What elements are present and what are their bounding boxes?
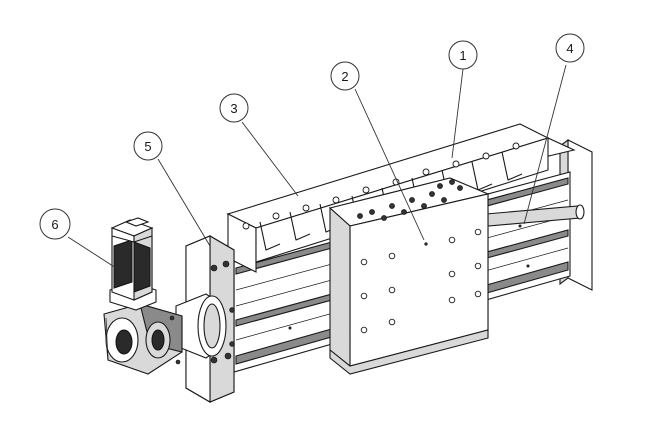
servo-motor (109, 217, 157, 311)
callout-2-label: 2 (341, 69, 348, 84)
callout-2: 2 (330, 61, 360, 91)
worm-gearbox (103, 303, 183, 375)
callout-5: 5 (133, 131, 163, 161)
leader-lines (67, 64, 567, 269)
callout-4-label: 4 (566, 41, 573, 56)
callout-6: 6 (39, 208, 71, 240)
callout-1-label: 1 (459, 48, 466, 63)
callout-6-label: 6 (51, 217, 58, 232)
callout-3-label: 3 (230, 101, 237, 116)
callout-3: 3 (219, 93, 249, 123)
callout-5-label: 5 (144, 139, 151, 154)
callout-4: 4 (555, 33, 585, 63)
carriage-block (328, 177, 490, 375)
callout-1: 1 (448, 40, 478, 70)
